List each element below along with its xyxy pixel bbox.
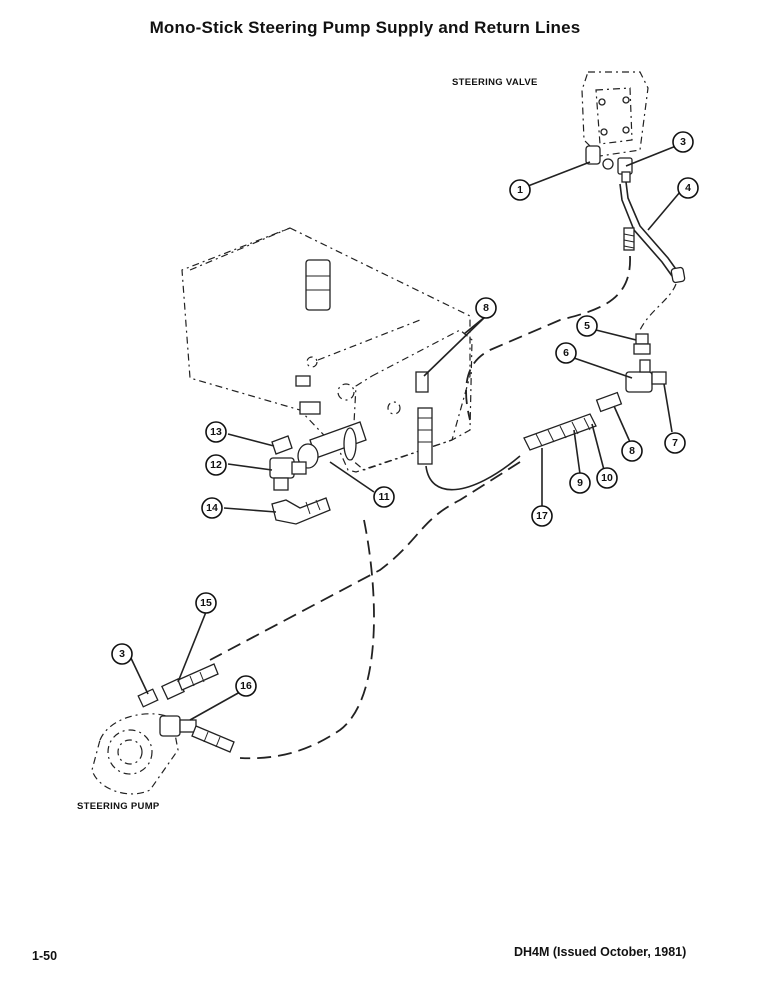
- callout-16: 16: [235, 675, 257, 697]
- fitting-5: [633, 333, 651, 355]
- callout-10: 10: [596, 467, 618, 489]
- return-hose: [465, 255, 631, 421]
- callout-3-pump: 3: [111, 643, 133, 665]
- callout-6: 6: [555, 342, 577, 364]
- pump-fittings: [137, 663, 235, 753]
- steering-valve-label: STEERING VALVE: [452, 77, 538, 88]
- callout-1: 1: [509, 179, 531, 201]
- svg-text:5: 5: [584, 320, 590, 332]
- svg-text:17: 17: [536, 510, 548, 522]
- callout-9: 9: [569, 472, 591, 494]
- page-number: 1-50: [32, 949, 58, 963]
- svg-text:15: 15: [200, 597, 212, 609]
- svg-text:7: 7: [672, 437, 678, 449]
- callout-5: 5: [576, 315, 598, 337]
- callout-17: 17: [531, 505, 553, 527]
- callout-15: 15: [195, 592, 217, 614]
- svg-text:8: 8: [629, 445, 635, 457]
- svg-text:13: 13: [210, 426, 222, 438]
- steering-pump: [91, 713, 179, 795]
- svg-text:3: 3: [680, 136, 686, 148]
- callout-8-right: 8: [621, 440, 643, 462]
- leader-lines: [129, 145, 681, 721]
- callout-11: 11: [373, 486, 395, 508]
- tank-return-fitting: [415, 371, 433, 465]
- callout-4: 4: [677, 177, 699, 199]
- svg-text:12: 12: [210, 459, 222, 471]
- steering-pump-label: STEERING PUMP: [77, 801, 160, 812]
- svg-text:9: 9: [577, 477, 583, 489]
- svg-text:11: 11: [378, 491, 389, 503]
- svg-text:4: 4: [685, 182, 691, 194]
- hose-assembly-right: [523, 391, 623, 451]
- svg-text:10: 10: [601, 472, 613, 484]
- svg-text:3: 3: [119, 648, 125, 660]
- svg-text:6: 6: [563, 347, 569, 359]
- page-title: Mono-Stick Steering Pump Supply and Retu…: [149, 18, 581, 37]
- steering-valve: [581, 71, 649, 157]
- svg-text:1: 1: [517, 184, 523, 196]
- steel-line: [625, 181, 679, 273]
- tee-fitting: [625, 359, 667, 393]
- svg-text:14: 14: [206, 502, 218, 514]
- suction-fittings: [269, 435, 331, 525]
- callout-13: 13: [205, 421, 227, 443]
- callout-14: 14: [201, 497, 223, 519]
- callout-3: 3: [672, 131, 694, 153]
- svg-text:8: 8: [483, 302, 489, 314]
- valve-fittings: [585, 145, 633, 183]
- suction-outlet: [297, 421, 367, 469]
- pressure-line: [209, 461, 521, 661]
- svg-text:16: 16: [240, 680, 252, 692]
- callout-12: 12: [205, 454, 227, 476]
- callout-8-tank: 8: [475, 297, 497, 319]
- document-reference: DH4M (Issued October, 1981): [514, 945, 687, 959]
- callout-7: 7: [664, 432, 686, 454]
- suction-hose: [239, 519, 375, 760]
